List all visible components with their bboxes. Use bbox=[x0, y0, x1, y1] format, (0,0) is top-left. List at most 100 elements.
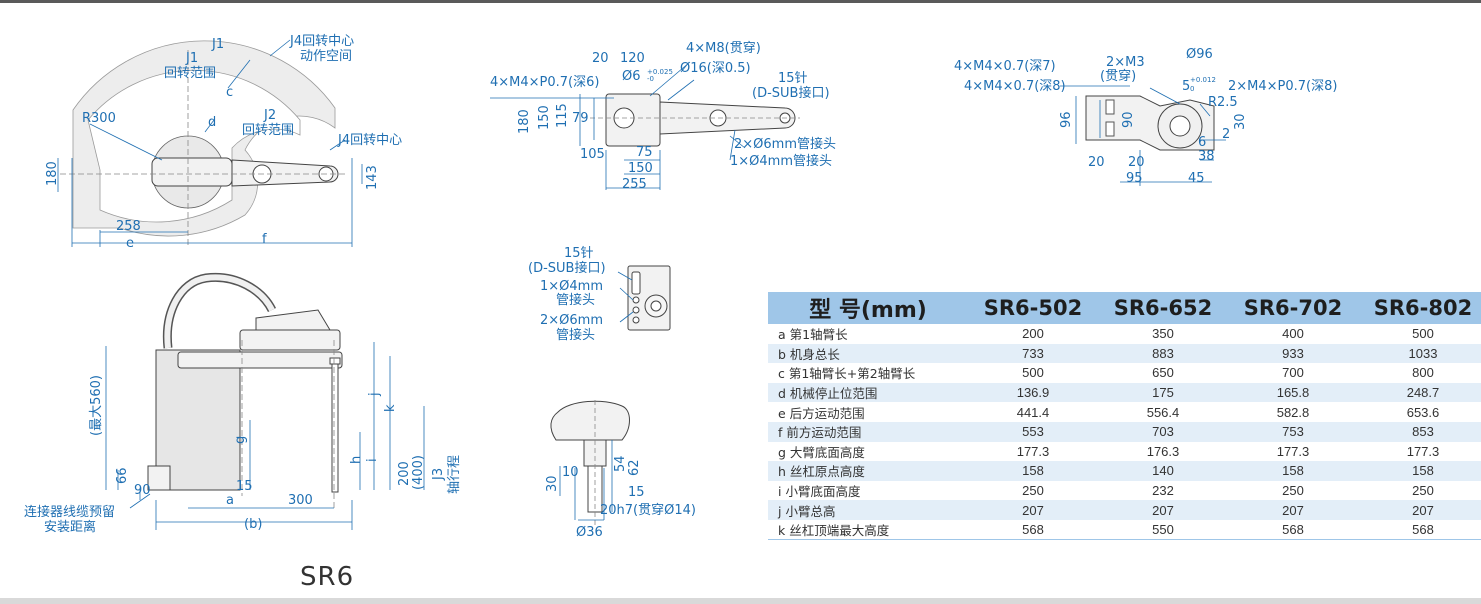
label-j4-space-2: 动作空间 bbox=[300, 49, 352, 64]
label-fitting-4-arm: 1×Ø4mm管接头 bbox=[730, 153, 832, 169]
label-bore-36: Ø36 bbox=[576, 525, 603, 540]
cell-value: 250 bbox=[1282, 483, 1304, 499]
cell-value: 176.3 bbox=[1146, 443, 1180, 459]
row-label: j 小臂总高 bbox=[768, 500, 968, 520]
label-i: i bbox=[365, 458, 380, 462]
dim-150b-arm: 150 bbox=[628, 161, 653, 176]
dim-20a-end: 20 bbox=[1088, 155, 1105, 170]
label-tap-m4-p07: 4×M4×P0.7(深6) bbox=[490, 75, 599, 90]
row-label: i 小臂底面高度 bbox=[778, 484, 861, 500]
spec-table: 型 号(mm) SR6-502 SR6-652 SR6-702 SR6-802 … bbox=[768, 292, 1481, 541]
label-pin15-panel-1: 15针 bbox=[564, 246, 594, 261]
cell-value: 350 bbox=[1152, 326, 1174, 342]
label-shaft: 20h7(贯穿Ø14) bbox=[600, 502, 696, 518]
label-tap-m4-8: 4×M4×0.7(深8) bbox=[964, 79, 1066, 94]
dim-2-end: 2 bbox=[1222, 127, 1230, 142]
panel-fitting-4 bbox=[632, 296, 640, 304]
label-bore-5-tol-upper: +0.012 bbox=[1190, 76, 1216, 84]
dim-15-flange: 15 bbox=[628, 485, 645, 500]
label-j: j bbox=[367, 392, 382, 397]
label-fitting-6-arm: 2×Ø6mm管接头 bbox=[734, 136, 836, 152]
label-j4-space-1: J4回转中心 bbox=[289, 34, 354, 49]
label-r300: R300 bbox=[82, 111, 116, 126]
cell-value: 441.4 bbox=[1016, 404, 1050, 420]
cell-value: 853 bbox=[1358, 421, 1481, 442]
cell-value: 200 bbox=[1022, 326, 1044, 342]
row-label: c 第1轴臂长+第2轴臂长 bbox=[778, 366, 916, 382]
label-h: h bbox=[349, 456, 364, 464]
dim-10-flange: 10 bbox=[562, 465, 579, 480]
cell-value: 400 bbox=[1282, 326, 1304, 342]
dim-143-top: 143 bbox=[365, 165, 380, 190]
label-bore-5: 5 bbox=[1182, 79, 1190, 94]
label-j1-range-2: 回转范围 bbox=[164, 66, 216, 81]
label-tap-m8: 4×M8(贯穿) bbox=[686, 40, 761, 56]
label-tap-m3-1: 2×M3 bbox=[1106, 55, 1145, 70]
cell-value: 207 bbox=[968, 500, 1098, 520]
dim-62-flange: 62 bbox=[627, 459, 642, 476]
side-upper-arm bbox=[239, 329, 341, 351]
cell-value: 136.9 bbox=[968, 382, 1098, 403]
cell-value: 165.8 bbox=[1228, 382, 1358, 403]
label-j2-range-2: 回转范围 bbox=[242, 123, 294, 138]
cell-value: 933 bbox=[1228, 343, 1358, 364]
bottom-rule bbox=[0, 598, 1481, 604]
cell-value: 207 bbox=[1098, 500, 1228, 520]
side-spline-top bbox=[329, 357, 341, 365]
label-tap-m3-2: (贯穿) bbox=[1100, 68, 1136, 84]
cell-value: 653.6 bbox=[1406, 404, 1440, 420]
cell-value: 140 bbox=[1098, 461, 1228, 481]
cell-value: 158 bbox=[1228, 461, 1358, 481]
panel-fitting-6a bbox=[632, 306, 640, 314]
label-max560: (最大560) bbox=[89, 375, 104, 436]
table-row: j 小臂总高 207 207 207 207 bbox=[768, 500, 1481, 520]
label-bore-6-tol-upper: +0.025 bbox=[647, 68, 673, 76]
dim-45-end: 45 bbox=[1188, 171, 1205, 186]
cell-value: 1033 bbox=[1358, 343, 1481, 364]
dim-95-end: 95 bbox=[1126, 171, 1143, 186]
cell-value: 248.7 bbox=[1358, 382, 1481, 403]
cell-value: 733 bbox=[968, 343, 1098, 364]
connector-panel-drawing: 15针 (D-SUB接口) 1×Ø4mm 管接头 2×Ø6mm 管接头 bbox=[528, 246, 671, 343]
dim-258: 258 bbox=[116, 219, 141, 234]
dim-79-arm: 79 bbox=[572, 111, 589, 126]
cell-value: 753 bbox=[1228, 421, 1358, 442]
end-flange-inner bbox=[1169, 115, 1191, 137]
label-bore-16: Ø16(深0.5) bbox=[680, 61, 751, 76]
cable-hose-inner bbox=[164, 274, 275, 349]
cell-value: 177.3 bbox=[1016, 443, 1050, 459]
label-bore-6: Ø6 bbox=[622, 69, 641, 84]
cell-value: 250 bbox=[1022, 483, 1044, 499]
arm-top-view-drawing: 4×M4×P0.7(深6) 20 120 4×M8(贯穿) Ø6 +0.025 … bbox=[490, 40, 836, 192]
label-pin15-arm-2: (D-SUB接口) bbox=[752, 85, 830, 101]
label-d: d bbox=[208, 115, 216, 130]
dim-90-end: 90 bbox=[1121, 111, 1136, 128]
cell-value: 177.3 bbox=[1406, 443, 1440, 459]
dim-300-side: 300 bbox=[288, 493, 313, 508]
dim-96-end: 96 bbox=[1059, 111, 1074, 128]
dim-180-arm: 180 bbox=[517, 109, 532, 134]
cell-value: 700 bbox=[1282, 365, 1304, 381]
spec-header-model: 型 号(mm) bbox=[768, 292, 968, 324]
row-label: b 机身总长 bbox=[768, 343, 968, 364]
label-fitting-4-panel-2: 管接头 bbox=[556, 292, 595, 308]
table-row: d 机械停止位范围 136.9 175 165.8 248.7 bbox=[768, 382, 1481, 403]
row-label: k 丝杠顶端最大高度 bbox=[768, 519, 968, 541]
label-g: g bbox=[233, 436, 248, 444]
side-base-cover bbox=[147, 465, 171, 491]
cell-value: 568 bbox=[1358, 519, 1481, 541]
arm-end-view-drawing: 4×M4×0.7(深7) 4×M4×0.7(深8) 2×M3 (贯穿) Ø96 … bbox=[954, 47, 1337, 186]
dim-15-side: 15 bbox=[236, 479, 253, 494]
panel-dsub bbox=[631, 271, 641, 295]
cell-value: 568 bbox=[968, 519, 1098, 541]
label-j3-1: J3 bbox=[431, 468, 446, 481]
label-a: a bbox=[226, 493, 234, 508]
top-view-drawing: J1 J1 回转范围 J4回转中心 动作空间 c R300 d J2 回转范围 … bbox=[45, 34, 402, 251]
spec-header-sr6-802: SR6-802 bbox=[1358, 292, 1481, 324]
dim-6-end: 6 bbox=[1198, 135, 1206, 150]
label-tap-m4-p07-8: 2×M4×P0.7(深8) bbox=[1228, 79, 1337, 94]
label-e: e bbox=[126, 236, 134, 251]
row-label: h 丝杠原点高度 bbox=[768, 461, 968, 481]
label-j2-range-1: J2 bbox=[263, 108, 276, 123]
